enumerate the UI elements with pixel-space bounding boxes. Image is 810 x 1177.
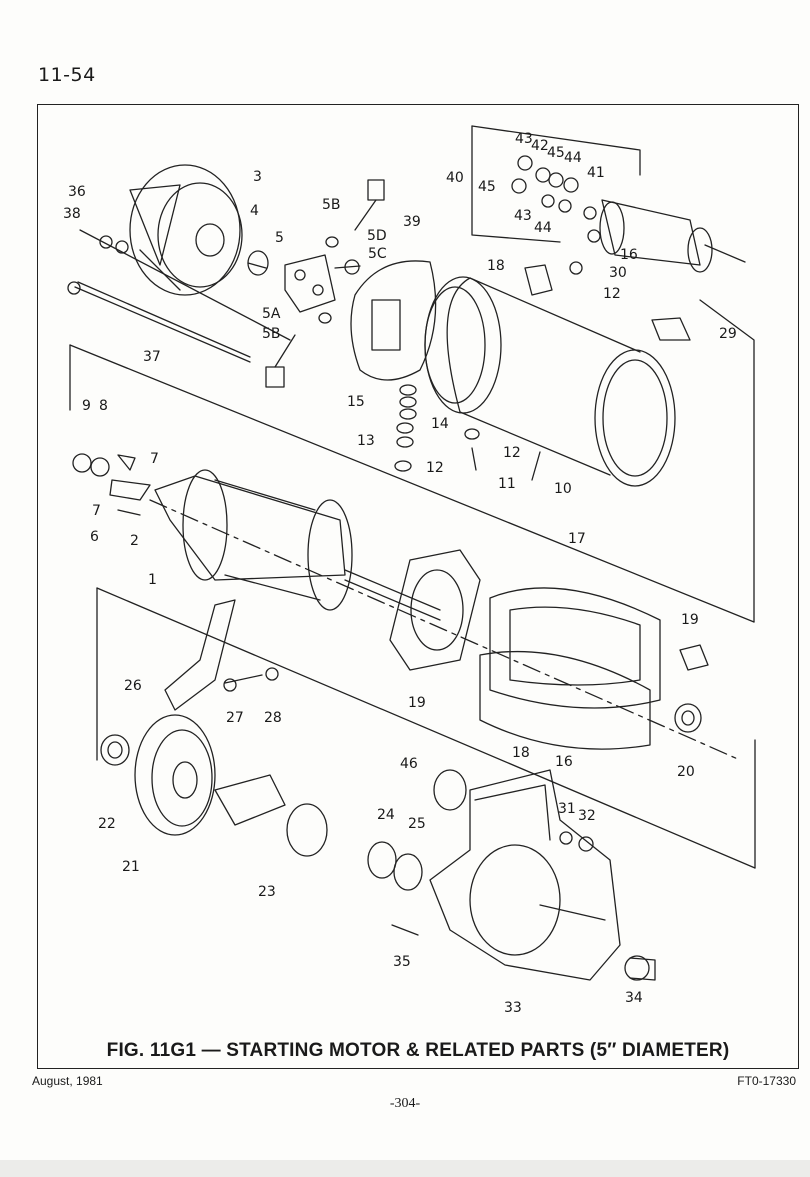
- callout-40: 39: [403, 214, 421, 230]
- callout-22: 21: [122, 859, 140, 875]
- callout-11: 11: [498, 476, 516, 492]
- scan-edge: [0, 1160, 810, 1177]
- callout-45-upper: 44: [564, 150, 582, 166]
- callout-12-frame: 12: [503, 445, 521, 461]
- callout-33: 32: [578, 808, 596, 824]
- callout-15: 14: [431, 416, 449, 432]
- callout-5c: 5C: [368, 246, 387, 262]
- callout-3: 3: [253, 169, 262, 185]
- callout-38: 37: [143, 349, 161, 365]
- callout-42: 41: [587, 165, 605, 181]
- callout-18-lower: 18: [512, 745, 530, 761]
- armature: [154, 469, 441, 621]
- callout-44-upper: 43: [515, 131, 533, 147]
- commutator-end-head: [129, 164, 243, 296]
- callout-45-left: 45: [478, 179, 496, 195]
- callout-4: 4: [250, 203, 259, 219]
- callout-10: 10: [554, 481, 572, 497]
- callout-43-upper: 42: [531, 138, 549, 154]
- callout-17: 16: [555, 754, 573, 770]
- callout-24: 23: [258, 884, 276, 900]
- callout-7-lower: 7: [92, 503, 101, 519]
- callout-35: 34: [625, 990, 643, 1006]
- callout-5: 5: [275, 230, 284, 246]
- callout-6: 6: [90, 529, 99, 545]
- callout-37: 36: [68, 184, 86, 200]
- callout-44-lower: 44: [534, 220, 552, 236]
- callout-46: 45: [547, 145, 565, 161]
- callout-26: 25: [408, 816, 426, 832]
- callout-7-upper: 7: [150, 451, 159, 467]
- field-coils: [479, 587, 661, 750]
- callout-39: 38: [63, 206, 81, 222]
- callout-14: 13: [357, 433, 375, 449]
- callout-13: 12: [426, 460, 444, 476]
- callout-34: 33: [504, 1000, 522, 1016]
- callout-41: 40: [446, 170, 464, 186]
- callout-5a: 5A: [262, 306, 281, 322]
- callout-9: 9: [82, 398, 91, 414]
- figure-code: FT0-17330: [737, 1074, 796, 1088]
- callout-16-solenoid: 16: [620, 247, 638, 263]
- callout-43-lower: 43: [514, 208, 532, 224]
- callout-5b-upper: 5B: [322, 197, 341, 213]
- callout-29: 28: [264, 710, 282, 726]
- callout-19-upper: 18: [487, 258, 505, 274]
- callout-1: 1: [148, 572, 157, 588]
- callout-8: 8: [99, 398, 108, 414]
- callout-5d: 5D: [367, 228, 387, 244]
- figure-caption: FIG. 11G1 — STARTING MOTOR & RELATED PAR…: [106, 1040, 730, 1061]
- callout-21: 20: [677, 764, 695, 780]
- callout-30: 29: [719, 326, 737, 342]
- callout-16-stack: 15: [347, 394, 365, 410]
- callout-36: 35: [393, 954, 411, 970]
- callout-27: 26: [124, 678, 142, 694]
- callout-20: 19: [408, 695, 426, 711]
- callout-25: 24: [377, 807, 395, 823]
- callout-2: 2: [130, 533, 139, 549]
- callout-32: 31: [558, 801, 576, 817]
- publication-date: August, 1981: [32, 1074, 103, 1088]
- callout-28: 27: [226, 710, 244, 726]
- callout-5b-lower: 5B: [262, 326, 281, 342]
- callout-23: 22: [98, 816, 116, 832]
- callout-19-lower: 19: [681, 612, 699, 628]
- callout-47: 46: [400, 756, 418, 772]
- callout-31: 30: [609, 265, 627, 281]
- figure-frame: [37, 104, 799, 1069]
- nose-housing: [429, 769, 621, 981]
- callout-18-upper: 17: [568, 531, 586, 547]
- callout-12-solenoid: 12: [603, 286, 621, 302]
- folio-number: -304-: [389, 1096, 421, 1111]
- page-number: 11-54: [38, 64, 96, 86]
